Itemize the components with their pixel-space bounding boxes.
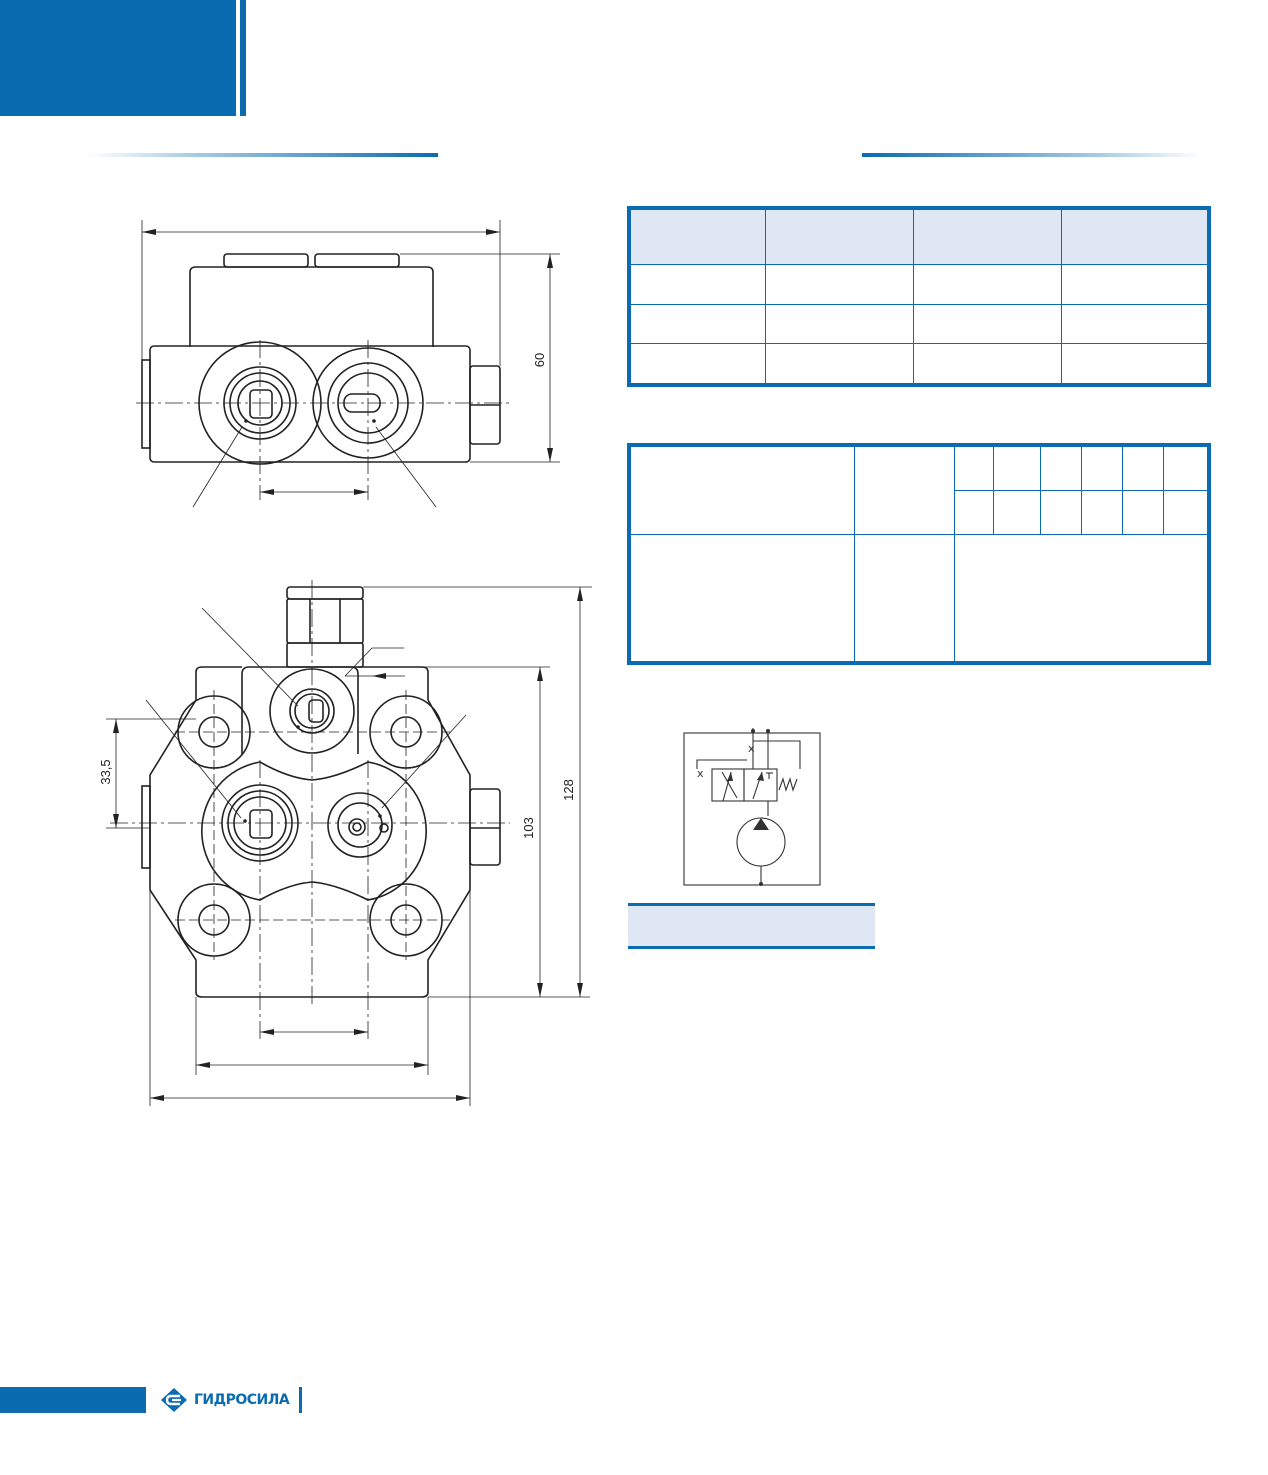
svg-text:x: x: [748, 742, 755, 755]
table-cell: [765, 209, 914, 265]
dim-height-top: 60: [532, 353, 547, 367]
section-rule-right: [862, 153, 1202, 157]
top-view-drawing: 60: [136, 220, 560, 508]
table-row: [630, 303, 1208, 345]
footer-bar: [0, 1387, 146, 1413]
table-cell: [630, 209, 766, 265]
brand-name: ГИДРОСИЛА: [194, 1392, 290, 1408]
dim-inner-height: 103: [521, 817, 536, 839]
table-cell: [1061, 209, 1208, 265]
section-rule-left: [88, 153, 438, 157]
logo-divider: [299, 1387, 303, 1413]
brand-logo: ГИДРОСИЛА: [160, 1386, 303, 1414]
hydraulic-schematic: x x: [683, 728, 821, 886]
table-row: [630, 264, 1208, 305]
dim-total-height: 128: [561, 779, 576, 801]
svg-text:x: x: [697, 767, 704, 780]
schematic-caption-bar: [628, 903, 875, 949]
front-view-drawing: 33,5 103 128: [98, 580, 592, 1106]
header-corner-block: [0, 0, 236, 116]
spec-table-2: [627, 443, 1211, 665]
table-row: [630, 343, 1208, 384]
spec-table-1: [627, 206, 1211, 387]
table-cell: [913, 209, 1062, 265]
dim-port-offset: 33,5: [98, 759, 113, 784]
gidrosila-logo-icon: [161, 1388, 187, 1412]
header-corner-stripe: [240, 0, 246, 116]
